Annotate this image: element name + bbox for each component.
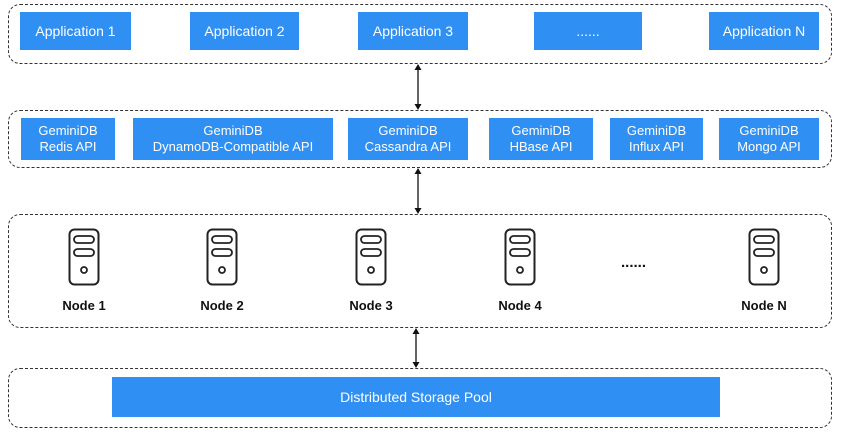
api-hbase: GeminiDB HBase API <box>489 118 593 160</box>
api-hbase-line2: HBase API <box>509 139 573 154</box>
node-3-label: Node 3 <box>349 298 393 313</box>
distributed-storage-pool: Distributed Storage Pool <box>112 377 720 417</box>
api-layer <box>8 110 832 168</box>
api-dynamodb: GeminiDB DynamoDB-Compatible API <box>133 118 333 160</box>
api-influx-line2: Influx API <box>629 139 684 154</box>
api-influx-line1: GeminiDB <box>626 123 687 138</box>
node-layer <box>8 214 832 328</box>
storage-layer <box>8 368 832 428</box>
node-1-label: Node 1 <box>62 298 106 313</box>
api-redis-line1: GeminiDB <box>38 123 98 138</box>
application-n: Application N <box>709 12 819 50</box>
api-mongo-line1: GeminiDB <box>739 123 799 138</box>
node-1-server-icon <box>54 228 114 286</box>
application-3: Application 3 <box>358 12 468 50</box>
api-cassandra: GeminiDB Cassandra API <box>348 118 468 160</box>
node-n-server-icon <box>734 228 794 286</box>
application-ellipsis: ...... <box>534 12 642 50</box>
arrow-apis-nodes <box>414 168 422 214</box>
arrow-apps-apis <box>414 64 422 110</box>
application-layer <box>8 4 832 64</box>
node-4-label: Node 4 <box>498 298 542 313</box>
api-mongo-line2: Mongo API <box>737 139 801 154</box>
arrow-nodes-storage <box>412 328 420 368</box>
node-ellipsis: ...... <box>621 254 647 271</box>
node-n-label: Node N <box>741 298 787 313</box>
api-mongo: GeminiDB Mongo API <box>719 118 819 160</box>
application-2: Application 2 <box>190 12 299 50</box>
api-redis-line2: Redis API <box>39 139 97 154</box>
api-hbase-line1: GeminiDB <box>511 123 571 138</box>
node-2-label: Node 2 <box>200 298 244 313</box>
api-influx: GeminiDB Influx API <box>610 118 703 160</box>
api-dynamodb-line2: DynamoDB-Compatible API <box>152 139 314 154</box>
api-cassandra-line2: Cassandra API <box>364 139 452 154</box>
api-dynamodb-line1: GeminiDB <box>203 123 263 138</box>
node-2-server-icon <box>192 228 252 286</box>
node-3-server-icon <box>341 228 401 286</box>
api-redis: GeminiDB Redis API <box>21 118 115 160</box>
api-cassandra-line1: GeminiDB <box>378 123 438 138</box>
node-4-server-icon <box>490 228 550 286</box>
application-1: Application 1 <box>20 12 131 50</box>
